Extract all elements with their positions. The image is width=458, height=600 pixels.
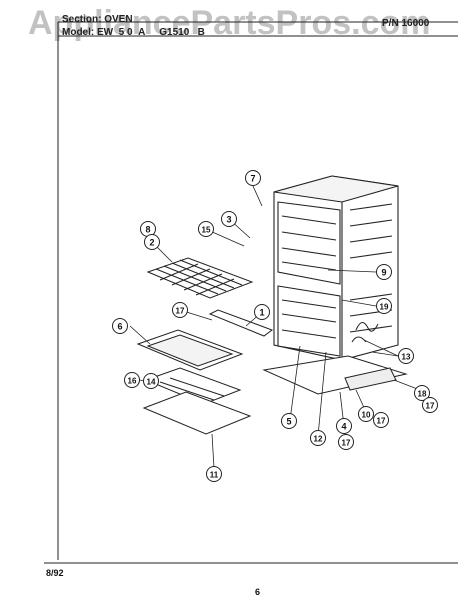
callout-c5: 5 [281,413,297,429]
callout-number: 19 [380,303,389,312]
callout-number: 18 [418,390,427,399]
callout-circle [373,412,389,428]
callout-c19: 19 [376,298,392,314]
callout-number: 7 [250,174,255,184]
callout-number: 1 [259,308,264,318]
callout-c12: 12 [310,430,326,446]
oven-rack [146,257,254,299]
section-label: Section: OVEN [62,14,133,25]
page-number: 6 [255,587,261,597]
model-label: Model: EW_5 0_A_ _G1510_ B [62,27,205,38]
callout-c3: 3 [221,211,237,227]
callout-circle [336,418,352,434]
callout-circle [338,434,354,450]
callout-circle [254,304,270,320]
callout-c18: 18 [414,385,430,401]
callout-circle [422,397,438,413]
callout-c15: 15 [198,221,214,237]
part-number-label: P/N 16000 [382,18,430,29]
callout-circle [358,406,374,422]
callout-c7: 7 [245,170,261,186]
callout-number: 17 [176,307,185,316]
callout-number: 12 [314,435,323,444]
callout-number: 17 [377,417,386,426]
callout-number: 2 [149,238,154,248]
callout-circle [414,385,430,401]
revision-date: 8/92 [46,568,64,578]
callout-circle [198,221,214,237]
callout-number: 14 [147,378,156,387]
page-border [44,21,458,564]
callout-number: 3 [226,215,231,225]
callout-c6: 6 [112,318,128,334]
callout-circle [143,373,159,389]
callout-circle [124,372,140,388]
callout-number: 5 [286,417,291,427]
oven-cabinet [273,175,399,361]
bottom-tray [262,355,408,395]
callout-c4: 4 [336,418,352,434]
callout-number: 13 [402,353,411,362]
callout-circle [376,264,392,280]
callout-number: 11 [210,471,219,480]
callout-c2: 2 [144,234,160,250]
callout-circle [172,302,188,318]
bottom-panel [142,391,252,435]
callout-c17d: 17 [338,434,354,450]
callout-circle [398,348,414,364]
callout-c17c: 17 [373,412,389,428]
bake-pan [136,329,244,371]
callout-number: 15 [202,226,211,235]
callout-circle [281,413,297,429]
element-bracket [208,309,274,337]
callout-circle [221,211,237,227]
callout-number: 17 [426,402,435,411]
callout-circle [112,318,128,334]
callout-circle [144,234,160,250]
callout-number: 8 [145,225,150,235]
callout-c16: 16 [124,372,140,388]
callout-c13: 13 [398,348,414,364]
callout-c8: 8 [140,221,156,237]
callout-circle [310,430,326,446]
callout-c14: 14 [143,373,159,389]
callout-number: 6 [117,322,122,332]
callout-number: 16 [128,377,137,386]
callout-number: 9 [381,268,386,278]
callout-number: 4 [341,422,346,432]
callout-circle [376,298,392,314]
callout-c10: 10 [358,406,374,422]
callout-c1: 1 [254,304,270,320]
callout-c9: 9 [376,264,392,280]
callout-number: 17 [342,439,351,448]
callout-c17b: 17 [422,397,438,413]
callout-number: 10 [362,411,371,420]
callout-c11: 11 [206,466,222,482]
callout-circle [245,170,261,186]
callout-c17a: 17 [172,302,188,318]
callout-circle [206,466,222,482]
